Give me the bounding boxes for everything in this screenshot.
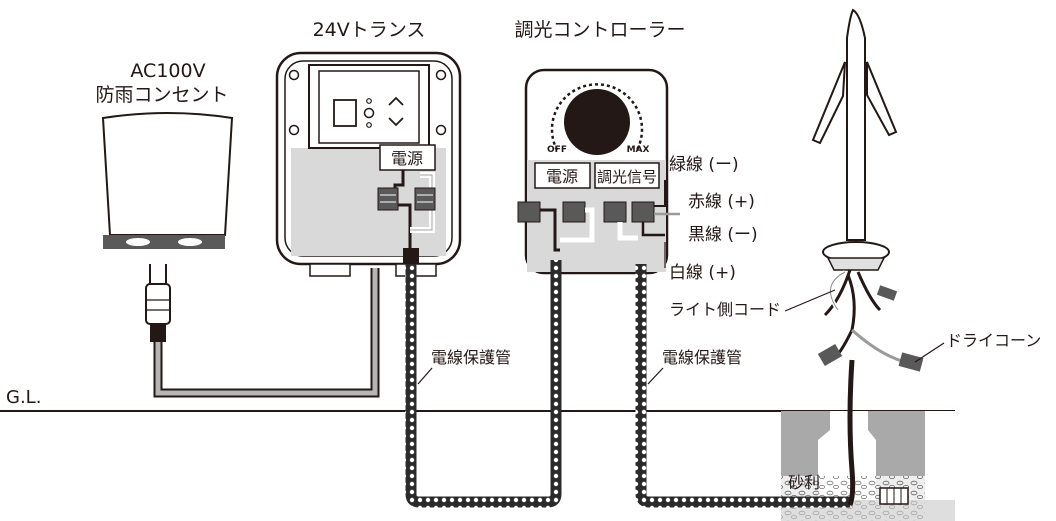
controller-connectors <box>517 180 680 252</box>
power-plug <box>145 264 171 342</box>
conduit-label-left: 電線保護管 <box>431 348 511 367</box>
white-wire-label: 白線 (+) <box>669 263 736 283</box>
outlet-label-line1: AC100V <box>130 60 205 82</box>
outlet-label-line2: 防雨コンセント <box>95 84 228 106</box>
conduit-label-right: 電線保護管 <box>662 348 742 367</box>
controller-signal-label: 調光信号 <box>597 168 657 186</box>
transformer-power-box <box>379 144 436 171</box>
foundation-pit <box>781 411 955 521</box>
conduit-controller-light <box>635 264 850 508</box>
controller-power-label: 電源 <box>546 167 578 186</box>
light-cord-label: ライト側コード <box>669 300 781 319</box>
transformer-label: 24Vトランス <box>313 19 426 41</box>
light-cord-leader <box>784 289 836 312</box>
rainproof-outlet <box>101 112 234 249</box>
conduit-leader-right <box>647 367 664 385</box>
knob-max-label: MAX <box>627 145 650 155</box>
transformer-power-label: 電源 <box>391 149 423 168</box>
controller-power-box <box>534 162 591 189</box>
ground-level-label: G.L. <box>6 387 41 408</box>
red-wire-label: 赤線 (+) <box>688 192 755 212</box>
black-wire-label: 黒線 (ー) <box>688 225 758 245</box>
transformer-connectors <box>377 170 436 264</box>
drycone-leader <box>914 342 945 363</box>
controller-signal-box <box>594 162 660 189</box>
light-cord <box>817 269 924 506</box>
conduit-transformer-controller <box>405 260 562 508</box>
green-wire-label: 緑線 (ー) <box>669 155 739 175</box>
controller-label: 調光コントローラー <box>514 19 685 41</box>
garden-light <box>811 8 898 271</box>
gravel-label: 砂利 <box>788 473 820 492</box>
drycone-label: ドライコーン <box>946 331 1041 350</box>
knob-off-label: OFF <box>547 145 567 155</box>
conduit-leader-left <box>417 367 433 385</box>
ac-cord <box>153 268 380 398</box>
